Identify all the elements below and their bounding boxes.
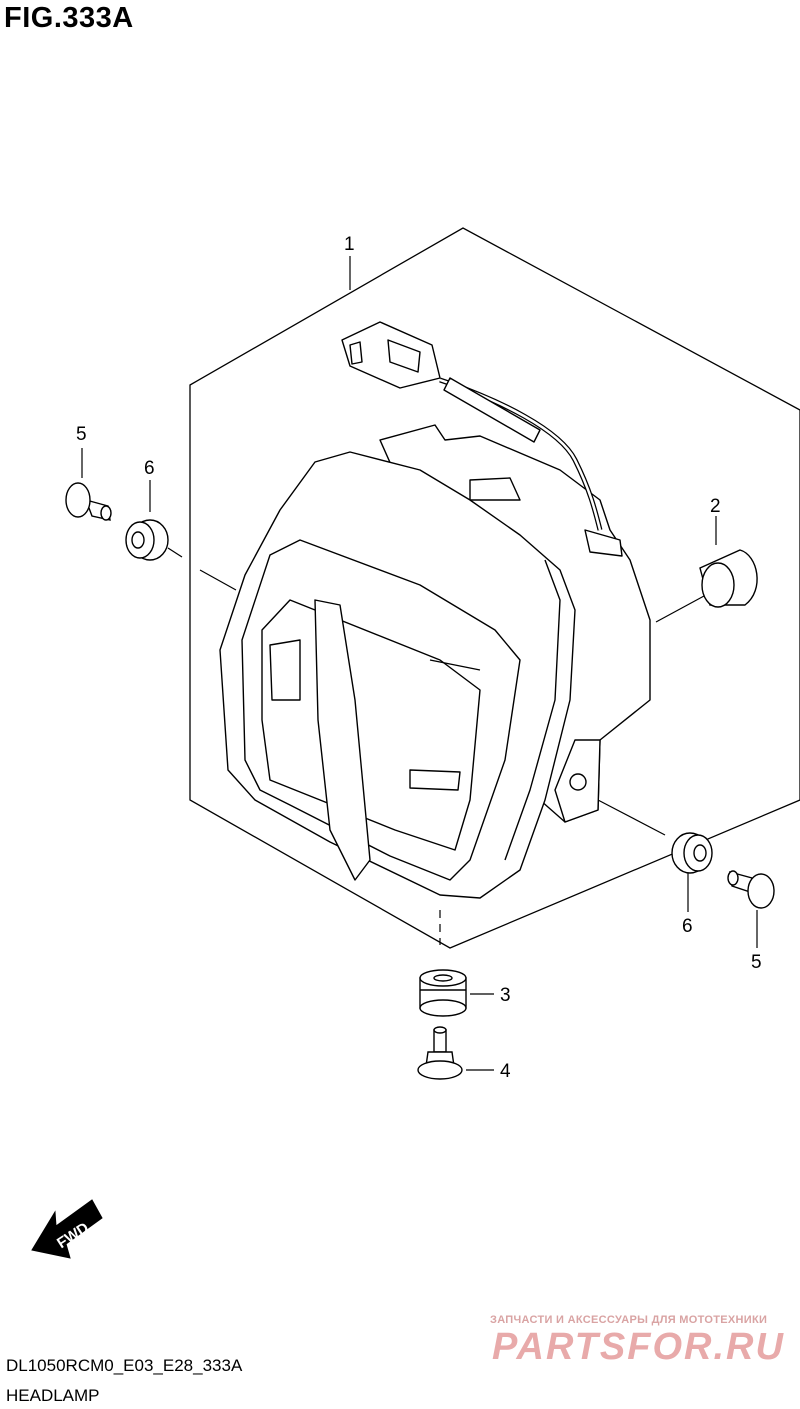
watermark-logo: PARTSFOR.RU (492, 1326, 785, 1368)
fwd-arrow-icon: FWD (31, 1199, 103, 1259)
callout-5-left: 5 (76, 424, 87, 445)
callout-1: 1 (344, 234, 355, 255)
callout-5-right: 5 (751, 952, 762, 973)
callout-6-right: 6 (682, 916, 693, 937)
figure-title: FIG.333A (4, 2, 134, 34)
part-3-damper (419, 969, 467, 1017)
watermark-subtitle: ЗАПЧАСТИ И АКСЕССУАРЫ ДЛЯ МОТОТЕХНИКИ (490, 1314, 768, 1326)
figure-code: DL1050RCM0_E03_E28_333A (6, 1356, 243, 1375)
figure-name: HEADLAMP (6, 1386, 100, 1405)
part-5-bolt-right (727, 870, 775, 909)
callout-3: 3 (500, 985, 511, 1006)
part-4-bolt (417, 1026, 463, 1080)
headlamp-unit (219, 321, 651, 899)
callout-2: 2 (710, 496, 721, 517)
part-2-cap (699, 549, 758, 608)
callout-4: 4 (500, 1061, 511, 1082)
callout-6-left: 6 (144, 458, 155, 479)
assembly-outline (189, 227, 800, 949)
part-5-bolt-left (65, 482, 112, 521)
leader-lines (81, 256, 758, 1071)
part-6-grommet-right (671, 832, 713, 874)
part-6-grommet-left (125, 519, 169, 561)
